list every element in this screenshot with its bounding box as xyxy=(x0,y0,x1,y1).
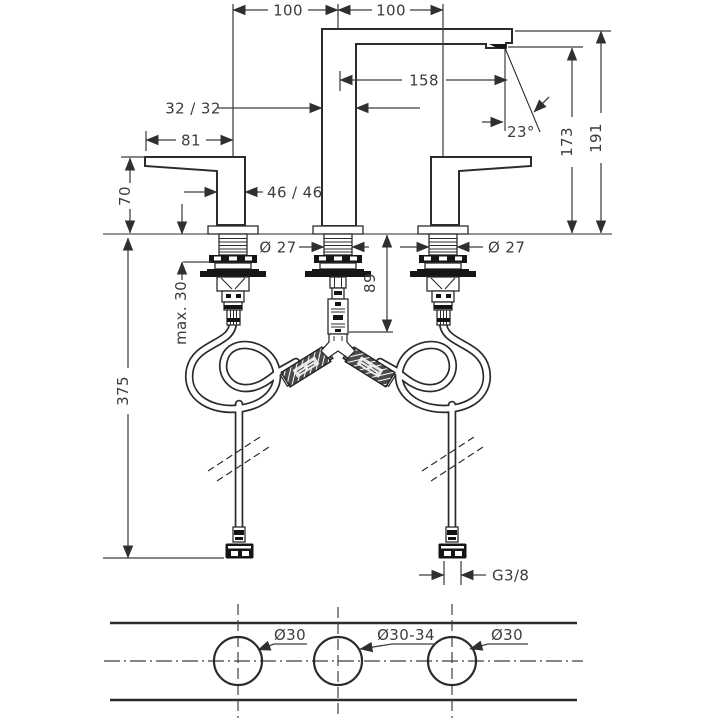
dim-g38: G3/8 xyxy=(492,567,529,585)
dim-100-left: 100 xyxy=(273,2,303,20)
dim-375: 375 xyxy=(114,376,132,406)
bottom-hole-layout-view: Ø30 Ø30-34 Ø30 xyxy=(104,604,583,718)
dim-191: 191 xyxy=(587,123,605,153)
dim-100-right: 100 xyxy=(376,2,406,20)
y-connector xyxy=(320,333,356,359)
dim-23deg: 23° xyxy=(507,123,535,141)
dim-81: 81 xyxy=(181,132,201,150)
dim-o27-mid: Ø 27 xyxy=(259,239,296,257)
hole-mid-label: Ø30-34 xyxy=(377,626,435,644)
center-valve-hardware xyxy=(305,233,371,359)
right-handle xyxy=(430,156,532,226)
dim-158: 158 xyxy=(409,72,439,90)
dim-32-32: 32 / 32 xyxy=(165,100,221,118)
dim-o27-right: Ø 27 xyxy=(488,239,525,257)
dim-46-46: 46 / 46 xyxy=(267,184,323,202)
left-valve-hardware xyxy=(200,233,266,326)
dimensions: 100 100 158 32 / 32 23° 173 191 81 70 xyxy=(103,2,611,585)
spray-direction-line xyxy=(504,47,541,133)
hole-right-circle xyxy=(426,635,478,687)
dim-89: 89 xyxy=(361,273,379,293)
dim-70: 70 xyxy=(116,186,134,206)
hole-left-label: Ø30 xyxy=(274,626,306,644)
hose-loops xyxy=(184,317,492,535)
aerator-outlet xyxy=(489,44,506,49)
dim-max30: max. 30 xyxy=(172,281,190,345)
angled-hose-connectors xyxy=(279,345,397,388)
hole-left-circle xyxy=(212,635,264,687)
right-valve-hardware xyxy=(409,233,477,326)
pipe-break-marks xyxy=(207,436,484,482)
dim-173: 173 xyxy=(558,127,576,157)
hole-mid-circle xyxy=(312,635,364,687)
escutcheons xyxy=(207,225,469,235)
left-handle xyxy=(144,156,246,226)
supply-end-fittings xyxy=(225,526,467,559)
hole-right-label: Ø30 xyxy=(491,626,523,644)
